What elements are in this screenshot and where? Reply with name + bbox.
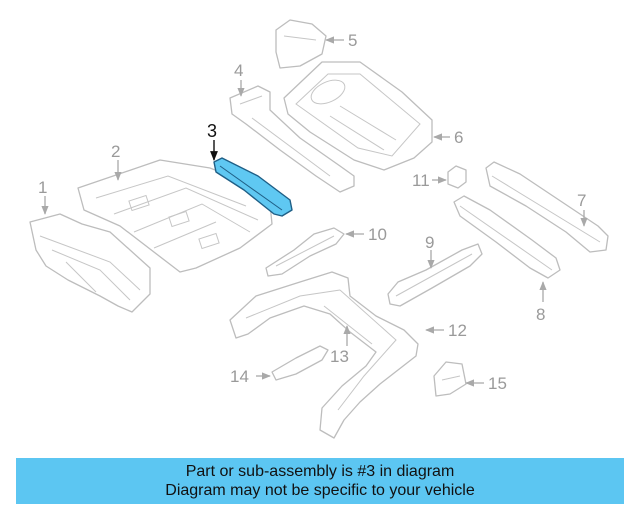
callout-2: 2 [111, 142, 122, 181]
part-15[interactable] [433, 361, 467, 397]
part-9[interactable] [387, 243, 483, 307]
callout-13: 13 [330, 325, 351, 366]
part-8[interactable] [453, 195, 561, 279]
callout-11: 11 [412, 171, 447, 190]
callout-10: 10 [345, 225, 387, 244]
callout-label-3: 3 [207, 121, 217, 141]
part-4[interactable] [229, 85, 355, 193]
callout-label-2: 2 [111, 142, 120, 161]
callout-label-14: 14 [230, 367, 249, 386]
callout-label-5: 5 [348, 31, 357, 50]
callout-label-15: 15 [488, 374, 507, 393]
callout-label-12: 12 [448, 321, 467, 340]
callout-15: 15 [465, 374, 507, 393]
callout-label-9: 9 [425, 233, 434, 252]
part-6[interactable] [283, 61, 433, 171]
callout-3: 3 [207, 121, 218, 161]
part-3[interactable] [213, 157, 293, 217]
callout-12: 12 [425, 321, 467, 340]
parts-diagram: 1 2 3 4 5 [29, 19, 609, 439]
part-7[interactable] [485, 161, 609, 253]
callout-label-10: 10 [368, 225, 387, 244]
callout-label-7: 7 [577, 191, 586, 210]
part-11[interactable] [447, 165, 467, 189]
banner-line-1: Part or sub-assembly is #3 in diagram [185, 463, 455, 480]
banner-line-2: Diagram may not be specific to your vehi… [165, 482, 475, 499]
callout-label-13: 13 [330, 347, 349, 366]
part-14[interactable] [271, 345, 329, 381]
part-12[interactable] [229, 271, 419, 439]
info-banner: Part or sub-assembly is #3 in diagram Di… [16, 458, 624, 504]
callout-8: 8 [536, 281, 547, 324]
callout-14: 14 [230, 367, 271, 386]
part-10[interactable] [265, 227, 345, 277]
part-2[interactable] [77, 159, 273, 273]
callout-1: 1 [38, 178, 49, 215]
part-1[interactable] [29, 213, 151, 313]
callout-label-4: 4 [234, 61, 243, 80]
part-5[interactable] [275, 19, 327, 69]
callout-6: 6 [433, 128, 463, 147]
callout-4: 4 [234, 61, 245, 97]
callout-9: 9 [425, 233, 435, 269]
callout-label-1: 1 [38, 178, 47, 197]
callout-label-11: 11 [412, 171, 430, 190]
callout-label-8: 8 [536, 305, 545, 324]
callout-5: 5 [325, 31, 357, 50]
callout-7: 7 [577, 191, 588, 227]
callout-label-6: 6 [454, 128, 463, 147]
